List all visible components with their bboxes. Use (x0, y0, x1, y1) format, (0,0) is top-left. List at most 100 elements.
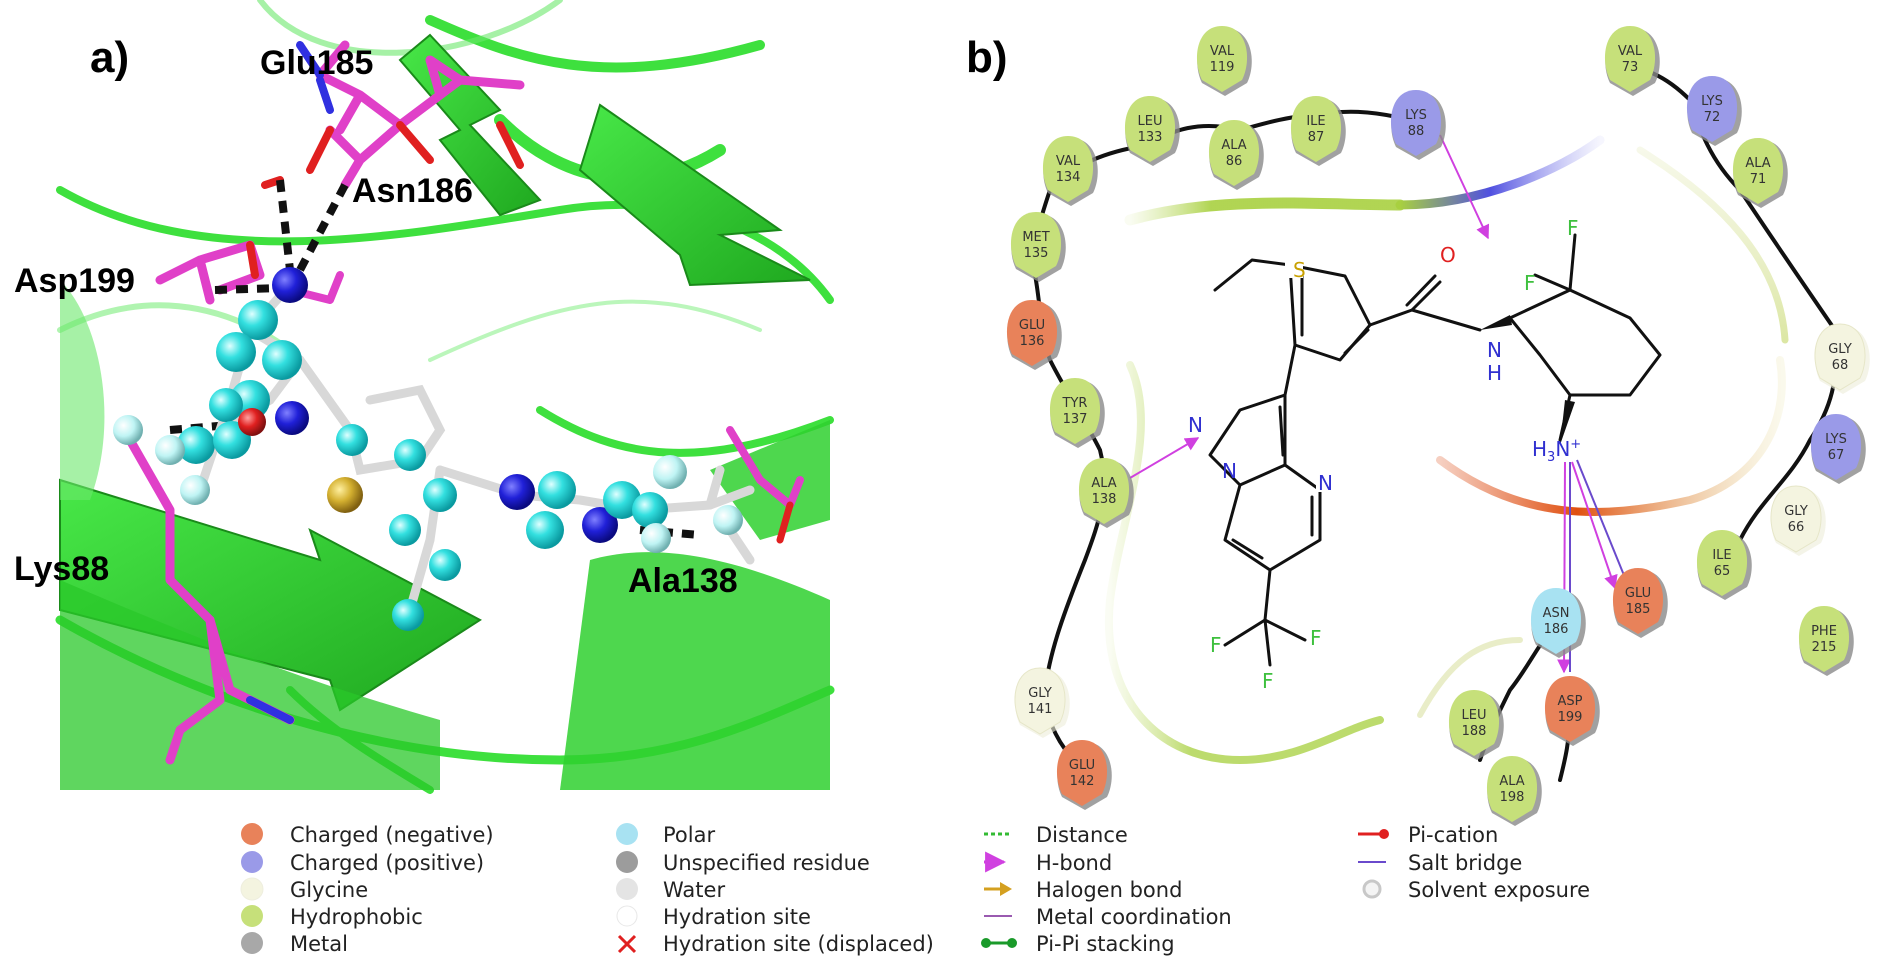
residue-name: GLY (1784, 504, 1808, 519)
legend-distance: Distance (1036, 823, 1128, 847)
residue-number: 86 (1226, 154, 1243, 169)
atom-pyrimidine-n: N (1318, 471, 1333, 495)
atom-fluorine-1: F (1567, 216, 1579, 240)
legend-hbond: H-bond (1036, 851, 1112, 875)
label-lys88: Lys88 (14, 550, 109, 588)
atom-fluorine-4: F (1310, 626, 1322, 650)
legend-solvent: Solvent exposure (1408, 878, 1590, 902)
residue-name: VAL (1056, 154, 1081, 169)
residue-name: ILE (1306, 114, 1325, 129)
residue-number: 136 (1020, 334, 1045, 349)
residue-number: 141 (1028, 702, 1053, 717)
pocket-outline (1104, 135, 1789, 765)
panel-a-3d-structure: a) Glu185 Asn186 Asp199 Lys88 Ala138 (14, 0, 835, 794)
stereo-wedge (1480, 315, 1512, 330)
residue-number: 67 (1828, 448, 1845, 463)
legend-marker-negative (241, 823, 263, 845)
residue-number: 71 (1750, 172, 1767, 187)
residue-number: 199 (1558, 710, 1583, 725)
residue-number: 72 (1704, 110, 1721, 125)
legend-marker-water (616, 878, 638, 900)
residue-name: LYS (1405, 108, 1427, 123)
residue-number: 186 (1544, 622, 1569, 637)
atom-labels: S O N H F F N N N F F F H3N+ (1188, 216, 1581, 693)
atom-fluorine-2: F (1524, 271, 1536, 295)
legend-marker-hydration (616, 905, 638, 927)
legend-marker-pication-dot (1379, 829, 1389, 839)
residue-nodes: VAL119LEU133ALA86ILE87LYS88VAL134MET135G… (1006, 26, 1870, 826)
legend-unspecified: Unspecified residue (663, 851, 870, 875)
legend-negative: Charged (negative) (290, 823, 494, 847)
legend-marker-solvent (1362, 879, 1382, 899)
atom-fluorine-3: F (1210, 633, 1222, 657)
legend-marker-hydration-displaced (617, 934, 637, 954)
atom-amide-n: N (1487, 338, 1502, 362)
residue-number: 215 (1812, 640, 1837, 655)
legend-marker-unspecified (616, 851, 638, 873)
residue-name: ASP (1558, 694, 1583, 709)
label-asp199: Asp199 (14, 262, 135, 300)
residue-name: GLU (1069, 758, 1095, 773)
residue-number: 135 (1024, 246, 1049, 261)
atom-pyrazole-n2: N (1222, 459, 1237, 483)
legend-marker-hydrophobic (241, 905, 263, 927)
atom-ammonium: H3N+ (1532, 437, 1581, 465)
residue-name: VAL (1210, 44, 1235, 59)
ligand-atoms (113, 267, 743, 631)
panel-b-letter: b) (966, 33, 1008, 82)
residue-name: LYS (1825, 432, 1847, 447)
residue-sticks (125, 40, 804, 765)
residue-number: 88 (1408, 124, 1425, 139)
residue-number: 188 (1462, 724, 1487, 739)
legend-marker-polar (616, 823, 638, 845)
stereo-wedge-2 (1560, 400, 1575, 445)
label-asn186: Asn186 (352, 172, 473, 210)
residue-name: PHE (1811, 624, 1837, 639)
residue-number: 73 (1622, 60, 1639, 75)
residue-name: TYR (1062, 396, 1088, 411)
legend-hydrophobic: Hydrophobic (290, 905, 423, 929)
residue-chains (1031, 65, 1839, 782)
legend-pication: Pi-cation (1408, 823, 1498, 847)
residue-name: GLU (1625, 586, 1651, 601)
residue-number: 119 (1210, 60, 1235, 75)
residue-name: LEU (1138, 114, 1163, 129)
legend-hydration: Hydration site (663, 905, 811, 929)
atom-sulfur: S (1293, 258, 1306, 282)
residue-number: 185 (1626, 602, 1651, 617)
residue-number: 68 (1832, 358, 1849, 373)
residue-number: 87 (1308, 130, 1325, 145)
legend-positive: Charged (positive) (290, 851, 484, 875)
legend: Charged (negative) Charged (positive) Gl… (240, 823, 1590, 956)
legend-marker-glycine (240, 877, 264, 901)
panel-b-ligand-interaction-diagram: b) (966, 26, 1870, 826)
residue-name: ALA (1221, 138, 1246, 153)
residue-number: 133 (1138, 130, 1163, 145)
residue-name: ALA (1091, 476, 1116, 491)
legend-marker-halogen-head (1000, 882, 1012, 896)
legend-marker-pipi-dot1 (981, 938, 991, 948)
residue-name: GLY (1028, 686, 1052, 701)
